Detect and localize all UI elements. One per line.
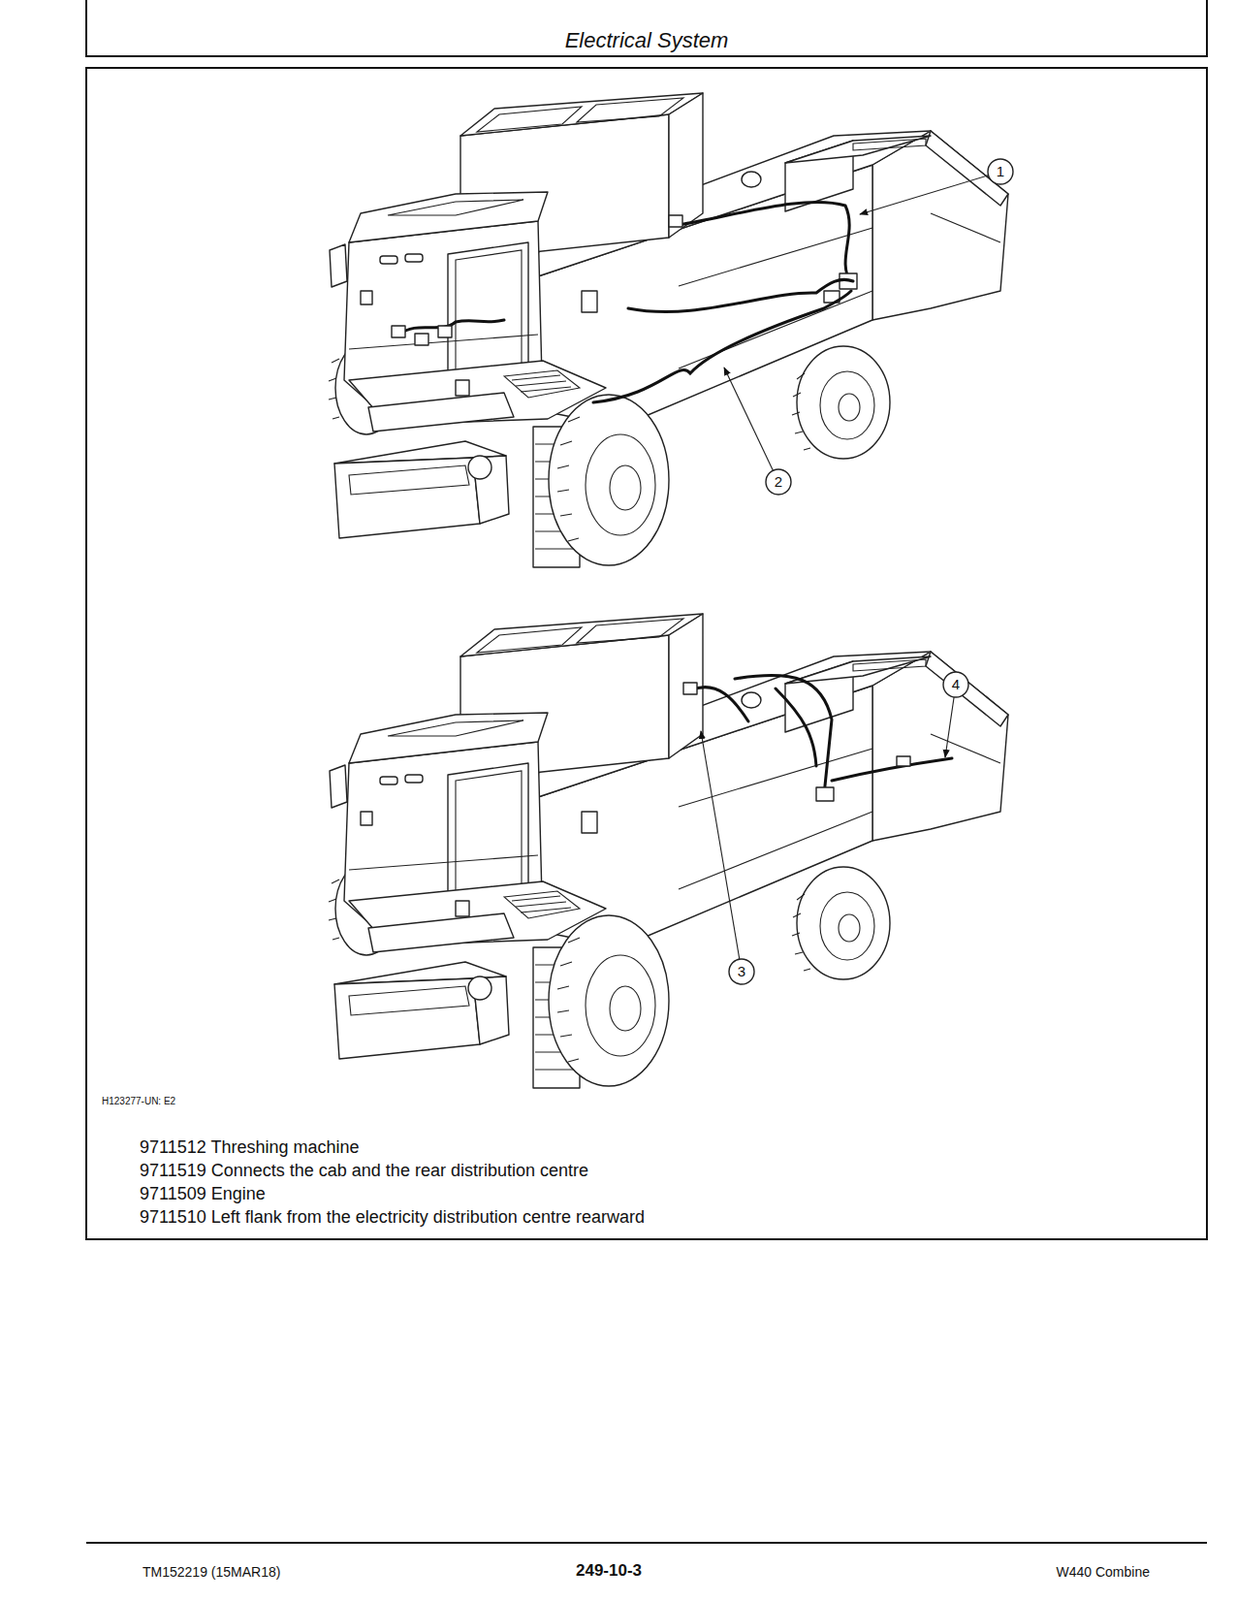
harness-wires-top (391, 202, 857, 403)
callout-leaders-part (765, 469, 792, 495)
harness-wires-bottom (683, 674, 952, 801)
harness-wires-bottom-part (683, 682, 698, 695)
callout-number: 4 (951, 675, 960, 693)
harness-wires-bottom-part (690, 687, 749, 722)
callout-leaders-part (945, 697, 954, 758)
page-frame (86, 0, 1207, 1543)
callout-leaders-part (859, 175, 989, 215)
callout-leaders-part (987, 158, 1014, 185)
harness-wires-bottom-part (734, 674, 832, 795)
harness-wires-top-part (628, 279, 854, 312)
callout-number: 2 (774, 473, 783, 490)
harness-wires-top-part (668, 215, 683, 227)
page-frame-part (86, 1541, 1207, 1544)
callout-number: 3 (737, 962, 746, 980)
callout-leaders (700, 158, 1014, 984)
callout-number: 1 (996, 162, 1005, 180)
figure-id: H123277-UN: E2 (101, 1095, 176, 1108)
harness-note: 9711509 Engine (139, 1183, 266, 1205)
harness-wires-top-part (593, 290, 852, 403)
harness-note: 9711519 Connects the cab and the rear di… (139, 1160, 589, 1181)
harness-note: 9711510 Left flank from the electricity … (139, 1206, 645, 1228)
harness-wires-top-part (414, 333, 429, 346)
combine-view-top (328, 93, 1009, 568)
harness-wires-top-part (678, 202, 852, 284)
harness-wires-top-part (438, 325, 452, 338)
page-frame-part (86, 67, 1207, 1239)
page-frame-part (86, 0, 1207, 57)
harness-wires-bottom-part (896, 756, 911, 766)
page-heading: Electrical System (565, 28, 729, 53)
callout-leaders-part (724, 367, 773, 471)
callout-leaders-part (728, 958, 755, 984)
callout-leaders-part (943, 671, 969, 698)
combine-view-bottom (328, 613, 1009, 1088)
harness-wires-top-part (391, 325, 406, 338)
model-name: W440 Combine (1056, 1563, 1151, 1580)
page-number: 249-10-3 (575, 1560, 642, 1581)
harness-wires-bottom-part (831, 758, 952, 781)
harness-note: 9711512 Threshing machine (139, 1137, 360, 1158)
callout-leaders-part (700, 730, 740, 959)
harness-wires-bottom-part (775, 688, 817, 766)
manual-code: TM152219 (15MAR18) (142, 1563, 281, 1580)
harness-wires-bottom-part (816, 787, 834, 801)
